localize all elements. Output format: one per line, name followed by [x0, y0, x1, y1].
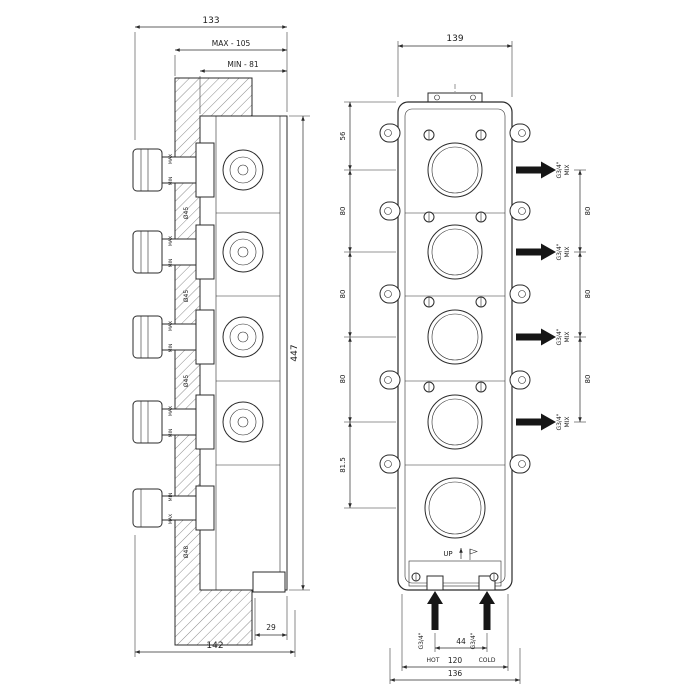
svg-text:447: 447 [290, 344, 300, 361]
dim-foot-offset: 29 [254, 596, 288, 640]
outlet-name-label: MIX [564, 416, 571, 427]
max-label: MAX [168, 321, 174, 331]
hot-inlet-arrow-icon [427, 591, 443, 630]
max-label: MAX [168, 406, 174, 416]
cold-size-label: G3/4" [470, 632, 477, 649]
valve-circles [424, 142, 486, 539]
hot-size-label: G3/4" [418, 632, 425, 649]
outlet-name-label: MIX [564, 246, 571, 257]
side-view: MAX MIN MAX MIN MAX MIN [132, 16, 310, 657]
cartridge-screws [423, 129, 487, 393]
svg-text:80: 80 [584, 290, 592, 299]
svg-text:MIN - 81: MIN - 81 [227, 60, 259, 69]
dim-inlet-spacing: 44 [434, 633, 488, 652]
dim-overall-depth: 133 [134, 16, 288, 140]
outlet-arrow-icon [516, 161, 556, 179]
svg-text:136: 136 [448, 669, 463, 678]
svg-text:81.5: 81.5 [339, 457, 347, 473]
min-label: MIN [168, 259, 174, 268]
outlet-name-label: MIX [564, 331, 571, 342]
side-knob-5: MIN MAX [132, 485, 215, 531]
svg-text:142: 142 [206, 641, 223, 651]
svg-text:133: 133 [202, 16, 219, 26]
dia-label-4: Ø48 [183, 546, 190, 559]
min-label: MIN [168, 429, 174, 438]
outlet-arrow-icon [516, 328, 556, 346]
left-dim-chain: 56 80 80 80 81.5 [339, 101, 396, 509]
svg-text:29: 29 [266, 623, 276, 632]
side-knob-3: MAX MIN [132, 309, 264, 365]
svg-text:80: 80 [339, 207, 347, 216]
up-label: UP [443, 550, 452, 558]
inlets: G3/4" G3/4" HOT COLD [418, 591, 496, 664]
bleed-flag-icon [469, 548, 478, 555]
side-knob-4: MAX MIN [132, 394, 264, 450]
outlet-size-label: G3/4" [556, 161, 563, 178]
hot-label: HOT [427, 657, 440, 664]
min-label: MIN [168, 493, 174, 502]
outlet-arrow-icon [516, 243, 556, 261]
svg-text:139: 139 [446, 34, 463, 44]
dia-label-1: Ø45 [183, 207, 190, 220]
dim-mount-width: 136 [389, 648, 521, 684]
svg-text:80: 80 [584, 207, 592, 216]
outlet-size-label: G3/4" [556, 243, 563, 260]
dim-height: 447 [289, 115, 310, 591]
max-label: MAX [168, 154, 174, 164]
cold-label: COLD [479, 657, 496, 664]
outlet-name-label: MIX [564, 164, 571, 175]
outlet-arrow-icon [516, 413, 556, 431]
front-view: UP G3/4" MIX G3/4" MIX G3/4" MIX G3/4" M… [339, 34, 592, 684]
dim-width: 139 [397, 34, 513, 97]
svg-text:80: 80 [339, 375, 347, 384]
mix-outlets: G3/4" MIX G3/4" MIX G3/4" MIX G3/4" MIX [516, 161, 571, 431]
dim-body-width: 120 [401, 594, 509, 671]
svg-text:56: 56 [339, 131, 347, 140]
svg-text:MAX - 105: MAX - 105 [212, 39, 251, 48]
min-label: MIN [168, 177, 174, 186]
right-dim-chain: 80 80 80 [574, 169, 592, 423]
svg-text:120: 120 [448, 656, 463, 665]
dia-label-3: Ø45 [183, 375, 190, 388]
bottom-assembly: UP [408, 548, 502, 591]
dim-max-depth: MAX - 105 [174, 39, 287, 76]
max-label: MAX [168, 514, 174, 524]
dim-min-depth: MIN - 81 [199, 60, 287, 114]
mounting-ears [379, 123, 531, 474]
svg-text:80: 80 [584, 375, 592, 384]
side-knob-2: MAX MIN [132, 224, 264, 280]
outlet-size-label: G3/4" [556, 328, 563, 345]
svg-text:80: 80 [339, 290, 347, 299]
svg-text:44: 44 [456, 637, 466, 646]
body-foot [252, 571, 286, 593]
dim-bottom-depth: 142 [134, 535, 296, 657]
max-label: MAX [168, 236, 174, 246]
side-knob-1: MAX MIN [132, 142, 264, 198]
cold-inlet-arrow-icon [479, 591, 495, 630]
outlet-size-label: G3/4" [556, 413, 563, 430]
min-label: MIN [168, 344, 174, 353]
dia-label-2: Ø45 [183, 290, 190, 303]
